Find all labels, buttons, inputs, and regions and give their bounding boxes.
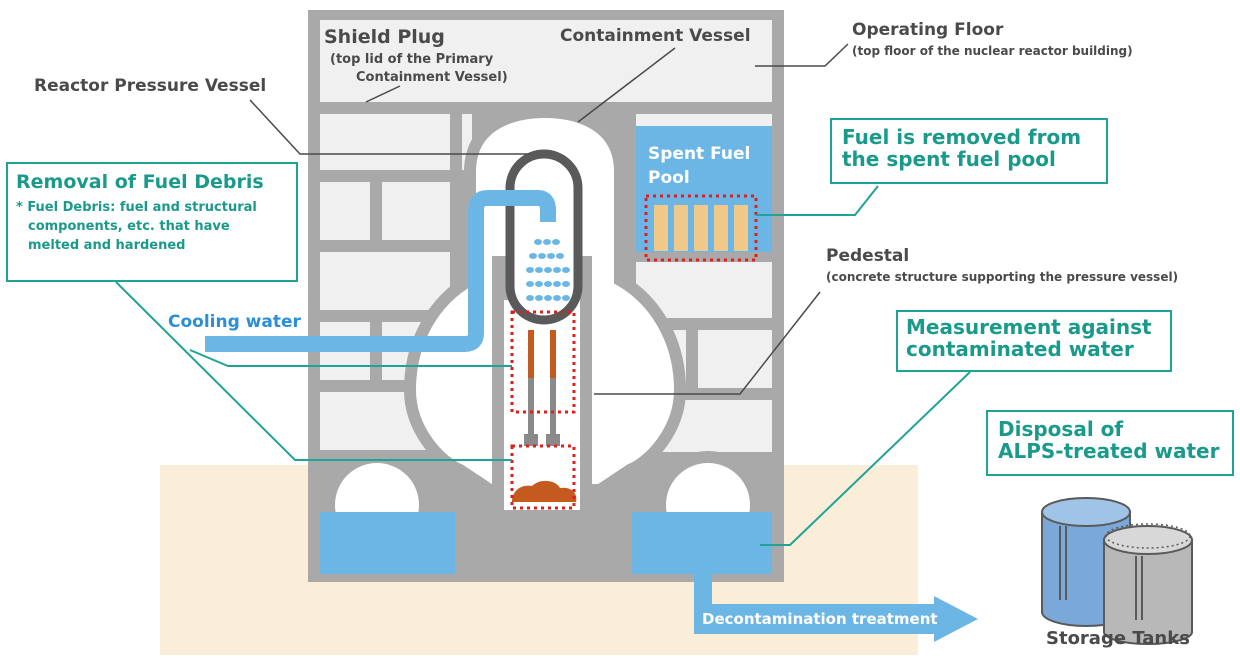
water-left xyxy=(320,512,455,574)
shield-plug-note-2: Containment Vessel) xyxy=(356,70,508,85)
pedestal-label: Pedestal xyxy=(826,246,910,266)
pedestal-cavity xyxy=(504,300,580,510)
spent-fuel-callout-line-1: Fuel is removed from xyxy=(842,125,1082,149)
contaminated-callout-line-1: Measurement against xyxy=(906,315,1152,339)
contaminated-callout-line-2: contaminated water xyxy=(906,337,1134,361)
leader-lines xyxy=(249,43,849,395)
debris-highlight-upper xyxy=(510,310,576,414)
shield-plug-note-1: (top lid of the Primary xyxy=(330,52,494,67)
spent-fuel-pool-label-1: Spent Fuel xyxy=(648,144,751,164)
containment-vessel-label: Containment Vessel xyxy=(560,26,751,46)
reactor-pressure-vessel-label: Reactor Pressure Vessel xyxy=(34,76,267,96)
decontamination-arrow xyxy=(694,574,978,642)
spent-fuel-pool-label-2: Pool xyxy=(648,168,690,188)
storage-tank-front xyxy=(1103,523,1193,645)
storage-tanks-label: Storage Tanks xyxy=(1046,628,1190,649)
spent-fuel-rods xyxy=(654,205,748,251)
fuel-debris-callout: Removal of Fuel Debris * Fuel Debris: fu… xyxy=(6,162,298,282)
spent-fuel-highlight xyxy=(644,194,758,262)
operating-floor-note: (top floor of the nuclear reactor buildi… xyxy=(852,44,1133,58)
fuel-debris-note-2: components, etc. that have xyxy=(28,218,230,234)
cooling-water-label: Cooling water xyxy=(168,312,301,332)
alps-water-callout: Disposal of ALPS-treated water xyxy=(986,410,1234,476)
spent-fuel-callout: Fuel is removed from the spent fuel pool xyxy=(830,118,1108,184)
fuel-debris-title: Removal of Fuel Debris xyxy=(16,171,264,193)
alps-callout-line-1: Disposal of xyxy=(998,417,1124,441)
cooling-water-pipe xyxy=(205,190,556,352)
decontamination-label: Decontamination treatment xyxy=(702,610,938,628)
fuel-debris xyxy=(512,480,577,502)
fuel-debris-note-3: melted and hardened xyxy=(28,237,186,253)
control-rod-drives xyxy=(524,330,560,446)
fuel-debris-note-1: * Fuel Debris: fuel and structural xyxy=(16,199,257,215)
reactor-pressure-vessel xyxy=(505,149,583,325)
water-spray-drops xyxy=(526,239,570,301)
callout-lines xyxy=(115,185,971,546)
spent-fuel-callout-line-2: the spent fuel pool xyxy=(842,147,1056,171)
pedestal-note: (concrete structure supporting the press… xyxy=(826,270,1179,284)
shield-plug-label: Shield Plug xyxy=(324,26,445,48)
alps-callout-line-2: ALPS-treated water xyxy=(998,439,1220,463)
water-right xyxy=(632,512,772,574)
operating-floor-label: Operating Floor xyxy=(852,20,1004,40)
contaminated-water-callout: Measurement against contaminated water xyxy=(896,310,1172,372)
debris-highlight-lower xyxy=(510,444,576,510)
